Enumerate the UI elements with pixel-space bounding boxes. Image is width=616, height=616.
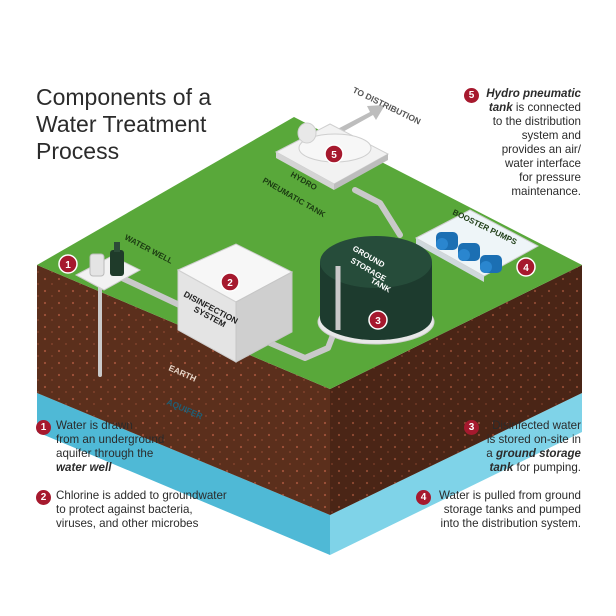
water-well xyxy=(74,242,142,291)
note-4-line-1: Water is pulled from ground xyxy=(439,489,581,502)
marker-3: 3 xyxy=(368,310,388,330)
note-2-badge: 2 xyxy=(36,490,51,505)
booster-pumps xyxy=(414,209,540,282)
note-5-bold-1: Hydro pneumatic xyxy=(486,87,581,100)
title-line-2: Water Treatment xyxy=(36,111,207,137)
note-4-line-2: storage tanks and pumped xyxy=(443,503,581,516)
svg-text:3: 3 xyxy=(375,316,381,327)
note-5-rest-5: water interface xyxy=(504,157,581,170)
svg-text:4: 4 xyxy=(523,263,529,274)
note-3-line-2: is stored on-site in xyxy=(486,433,581,446)
marker-2: 2 xyxy=(220,272,240,292)
disinfection-system xyxy=(176,243,294,363)
grass-surface xyxy=(37,117,582,389)
note-4-badge: 4 xyxy=(416,490,431,505)
earth-layer xyxy=(37,265,582,515)
note-2: Chlorine is added to groundwater to prot… xyxy=(56,489,256,531)
title-line-3: Process xyxy=(36,138,120,164)
note-2-line-2: to protect against bacteria, xyxy=(56,503,193,516)
svg-text:5: 5 xyxy=(331,150,337,161)
note-3-line-1: Disinfected water xyxy=(492,419,581,432)
note-5: Hydro pneumatic tank is connected to the… xyxy=(470,87,581,199)
note-5-rest-3: system and xyxy=(521,129,581,142)
note-5-rest-2: to the distribution xyxy=(492,115,581,128)
note-1-badge: 1 xyxy=(36,420,51,435)
note-5-badge: 5 xyxy=(464,88,479,103)
note-3: Disinfected water is stored on-site in a… xyxy=(470,419,581,475)
marker-1: 1 xyxy=(58,254,78,274)
note-5-rest-6: for pressure xyxy=(519,171,581,184)
marker-4: 4 xyxy=(516,257,536,277)
svg-text:2: 2 xyxy=(227,278,233,289)
note-4-line-3: into the distribution system. xyxy=(440,517,581,530)
marker-5: 5 xyxy=(324,144,344,164)
note-3-bold-1: ground storage xyxy=(495,447,581,460)
note-3-badge: 3 xyxy=(464,420,479,435)
note-5-rest-4: provides an air/ xyxy=(501,143,581,156)
svg-text:1: 1 xyxy=(65,260,71,271)
note-1-line-2: from an underground xyxy=(56,433,165,446)
note-1-bold: water well xyxy=(56,461,112,474)
note-1: Water is drawn from an underground aquif… xyxy=(56,419,226,475)
note-1-line-3: aquifer through the xyxy=(56,447,154,460)
note-2-line-3: viruses, and other microbes xyxy=(56,517,199,530)
title-line-1: Components of a xyxy=(36,84,212,110)
note-2-line-1: Chlorine is added to groundwater xyxy=(56,489,227,502)
note-5-rest-1: is connected xyxy=(512,101,581,114)
page-title: Components of a Water Treatment Process xyxy=(36,84,211,165)
note-3-bold-2: tank xyxy=(489,461,514,474)
ground-storage-tank xyxy=(317,236,435,345)
note-5-rest-7: maintenance. xyxy=(511,185,581,198)
note-4: Water is pulled from ground storage tank… xyxy=(420,489,581,531)
note-1-line-1: Water is drawn xyxy=(56,419,133,432)
note-5-bold-2: tank xyxy=(488,101,513,114)
note-3-pre-3: a xyxy=(486,447,496,460)
note-3-post-4: for pumping. xyxy=(513,461,581,474)
aquifer-layer xyxy=(37,393,582,555)
